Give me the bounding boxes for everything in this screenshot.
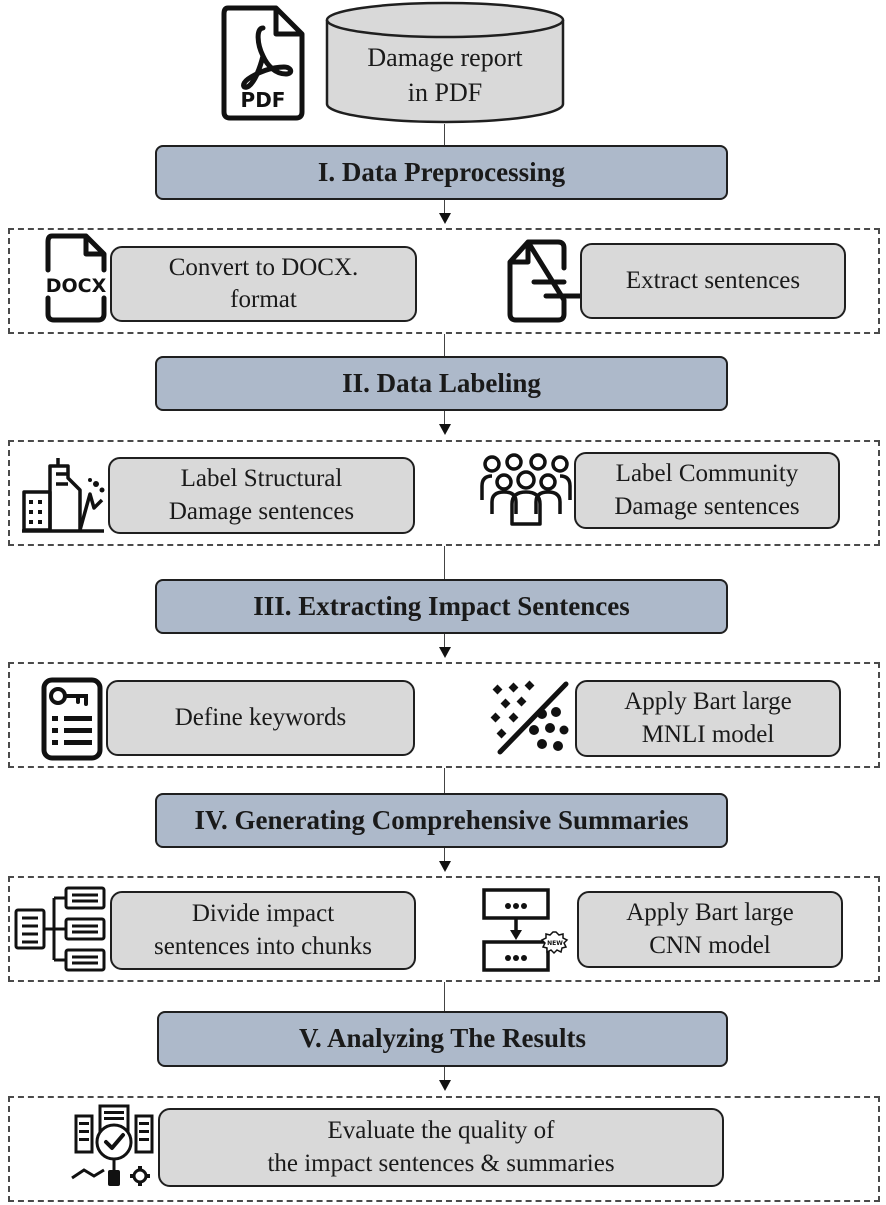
arrow-down [439, 647, 451, 658]
arrow-down [439, 213, 451, 224]
docx-file-icon: DOCX [45, 233, 107, 323]
stage-4-title: IV. Generating Comprehensive Summaries [155, 793, 728, 848]
apply-bart-mnli-step: Apply Bart large MNLI model [575, 680, 841, 757]
label-structural-step: Label Structural Damage sentences [108, 457, 415, 534]
damaged-building-icon [22, 458, 105, 533]
stage-5-group [8, 1096, 880, 1202]
text-file-icon [507, 239, 585, 323]
community-people-icon [480, 453, 572, 526]
pdf-icon-label: PDF [241, 88, 286, 112]
stage-4-group [8, 876, 880, 982]
arrow-down [439, 1080, 451, 1091]
quality-check-icon [71, 1104, 154, 1186]
stage-5-title: V. Analyzing The Results [157, 1011, 728, 1067]
classification-icon [490, 680, 569, 755]
stage-3-title: III. Extracting Impact Sentences [155, 579, 728, 634]
define-keywords-step: Define keywords [106, 680, 415, 756]
keyword-list-icon [41, 677, 103, 761]
extract-sentences-step: Extract sentences [580, 243, 846, 319]
docx-icon-label: DOCX [46, 275, 107, 297]
database-cylinder-icon [325, 1, 565, 124]
stage-1-group [8, 228, 880, 334]
stage-2-title: II. Data Labeling [155, 356, 728, 411]
arrow-down [439, 861, 451, 872]
evaluate-quality-step: Evaluate the quality of the impact sente… [158, 1108, 724, 1187]
new-badge-label: NEW [547, 940, 563, 947]
stage-2-group [8, 440, 880, 546]
stage-3-group [8, 662, 880, 768]
stage-1-title: I. Data Preprocessing [155, 145, 728, 200]
chunk-tree-icon [14, 886, 106, 972]
divide-chunks-step: Divide impact sentences into chunks [110, 891, 416, 970]
arrow-down [439, 424, 451, 435]
label-community-step: Label Community Damage sentences [574, 452, 840, 529]
pdf-file-icon: PDF [221, 5, 305, 121]
source-label: Damage report in PDF [367, 42, 523, 107]
apply-bart-cnn-step: Apply Bart large CNN model [577, 891, 843, 968]
summary-flow-icon: NEW [482, 888, 569, 972]
convert-docx-step: Convert to DOCX. format [110, 246, 417, 322]
